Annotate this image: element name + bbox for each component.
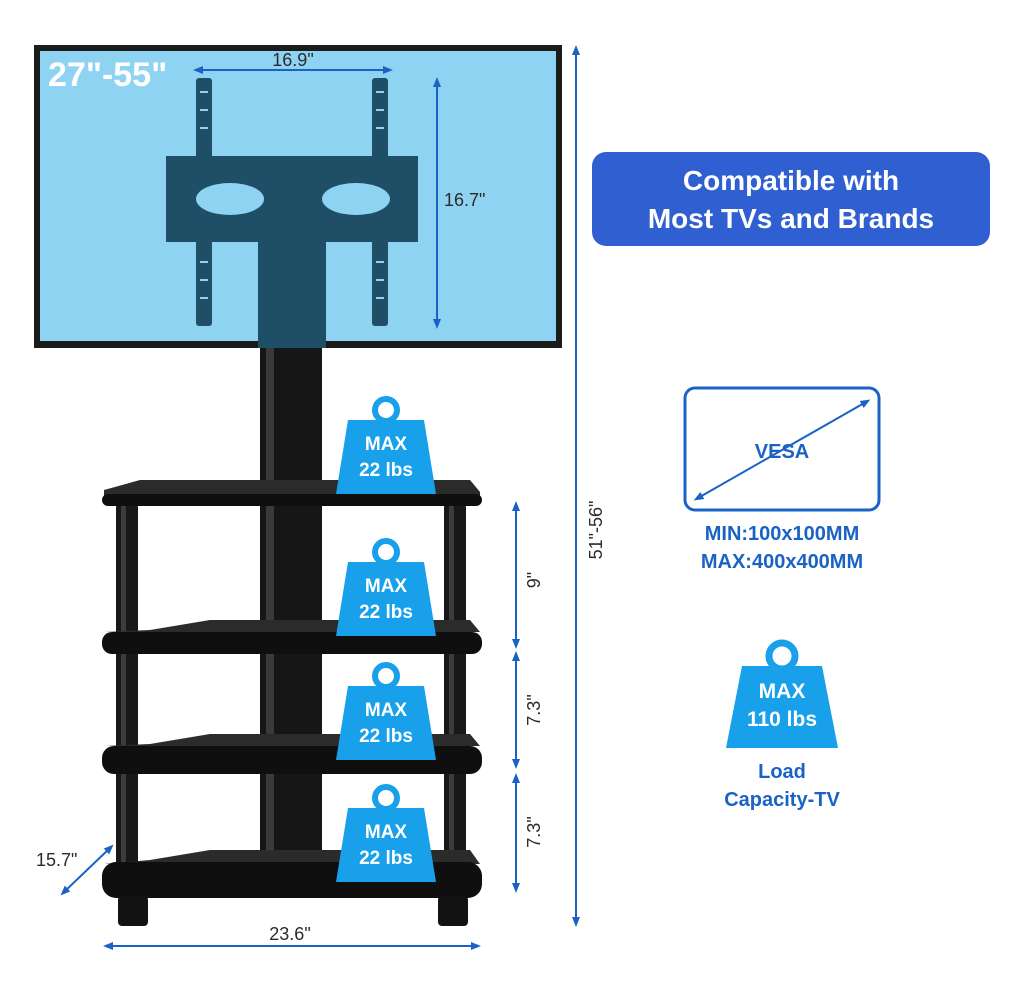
- weight-badge: MAX 22 lbs: [336, 396, 436, 494]
- tv-size-label: 27"-55": [48, 56, 167, 94]
- weight-badge-line-1: MAX: [365, 576, 408, 597]
- load-line-1: MAX: [759, 680, 806, 703]
- tv: 27"-55" 16.9" 16.7": [34, 45, 562, 348]
- weight-badge-line-2: 22 lbs: [359, 726, 413, 747]
- load-capacity: MAX 110 lbs Load Capacity-TV: [724, 639, 840, 811]
- shelf-gap-3-label: 7.3": [524, 816, 544, 847]
- weight-badge: MAX 22 lbs: [336, 662, 436, 760]
- total-height-label: 51"-56": [586, 501, 606, 560]
- width-label: 23.6": [269, 924, 310, 944]
- load-caption-2: Capacity-TV: [724, 789, 840, 811]
- depth-arrow: [60, 844, 114, 896]
- weight-badge-line-2: 22 lbs: [359, 460, 413, 481]
- weight-badge-line-1: MAX: [365, 822, 408, 843]
- vesa-min: MIN:100x100MM: [705, 523, 860, 545]
- vesa-width-label: 16.9": [272, 50, 313, 70]
- vesa-diagonal-arrow: [693, 399, 871, 501]
- foot: [118, 896, 148, 926]
- vesa-box: VESA MIN:100x100MM MAX:400x400MM: [683, 386, 881, 573]
- vesa-label: VESA: [755, 441, 809, 463]
- foot: [438, 896, 468, 926]
- shelf-gap-1-label: 9": [524, 572, 544, 588]
- banner-line-2: Most TVs and Brands: [648, 203, 934, 234]
- weight-badge-line-1: MAX: [365, 434, 408, 455]
- depth-label: 15.7": [36, 850, 77, 870]
- compatibility-banner: Compatible with Most TVs and Brands: [592, 152, 990, 246]
- banner-line-1: Compatible with: [683, 165, 899, 196]
- load-line-2: 110 lbs: [747, 708, 817, 731]
- vesa-height-label: 16.7": [444, 190, 485, 210]
- shelf-gap-2-label: 7.3": [524, 694, 544, 725]
- weight-badge-line-2: 22 lbs: [359, 848, 413, 869]
- weight-badge: MAX 22 lbs: [336, 784, 436, 882]
- weight-badge-line-2: 22 lbs: [359, 602, 413, 623]
- shelf-spacing-dims: 9" 7.3" 7.3": [512, 501, 544, 893]
- weight-badge: MAX 22 lbs: [336, 538, 436, 636]
- weight-badge-line-1: MAX: [365, 700, 408, 721]
- vesa-max: MAX:400x400MM: [701, 551, 863, 573]
- vesa-holes: [196, 183, 390, 215]
- load-caption-1: Load: [758, 761, 806, 783]
